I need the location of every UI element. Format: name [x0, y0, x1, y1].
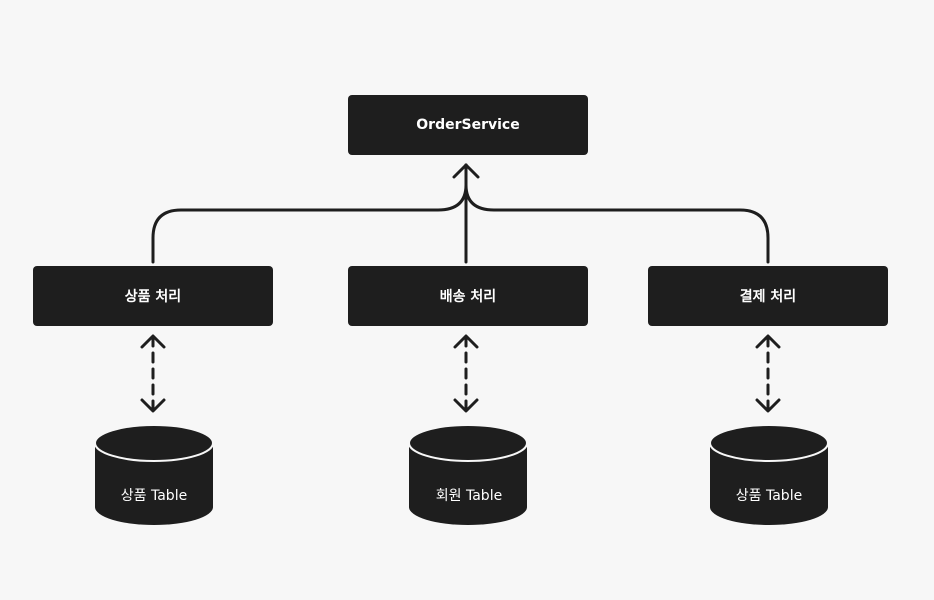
service-label: 결제 처리 — [739, 289, 797, 305]
arrowhead-up-icon — [452, 163, 480, 179]
database-cylinder-3 — [709, 424, 829, 525]
service-node-payment: 결제 처리 — [648, 266, 888, 326]
service-label: 배송 처리 — [439, 289, 497, 305]
database-cylinder-2 — [408, 424, 528, 525]
service-node-delivery: 배송 처리 — [348, 266, 588, 326]
service-node-product: 상품 처리 — [33, 266, 273, 326]
database-cylinder-1 — [94, 424, 214, 525]
orderservice-node: OrderService — [348, 95, 588, 155]
table-label-member: 회원 Table — [435, 488, 503, 504]
table-label-product: 상품 Table — [735, 488, 803, 504]
service-label: 상품 처리 — [124, 289, 182, 305]
connector-product-to-orderservice — [151, 163, 468, 264]
orderservice-label: OrderService — [416, 117, 520, 133]
table-label-product: 상품 Table — [120, 488, 188, 504]
bidirectional-arrow-1 — [140, 334, 166, 413]
connector-payment-to-orderservice — [464, 163, 770, 264]
bidirectional-arrow-3 — [755, 334, 781, 413]
bidirectional-arrow-2 — [453, 334, 479, 413]
